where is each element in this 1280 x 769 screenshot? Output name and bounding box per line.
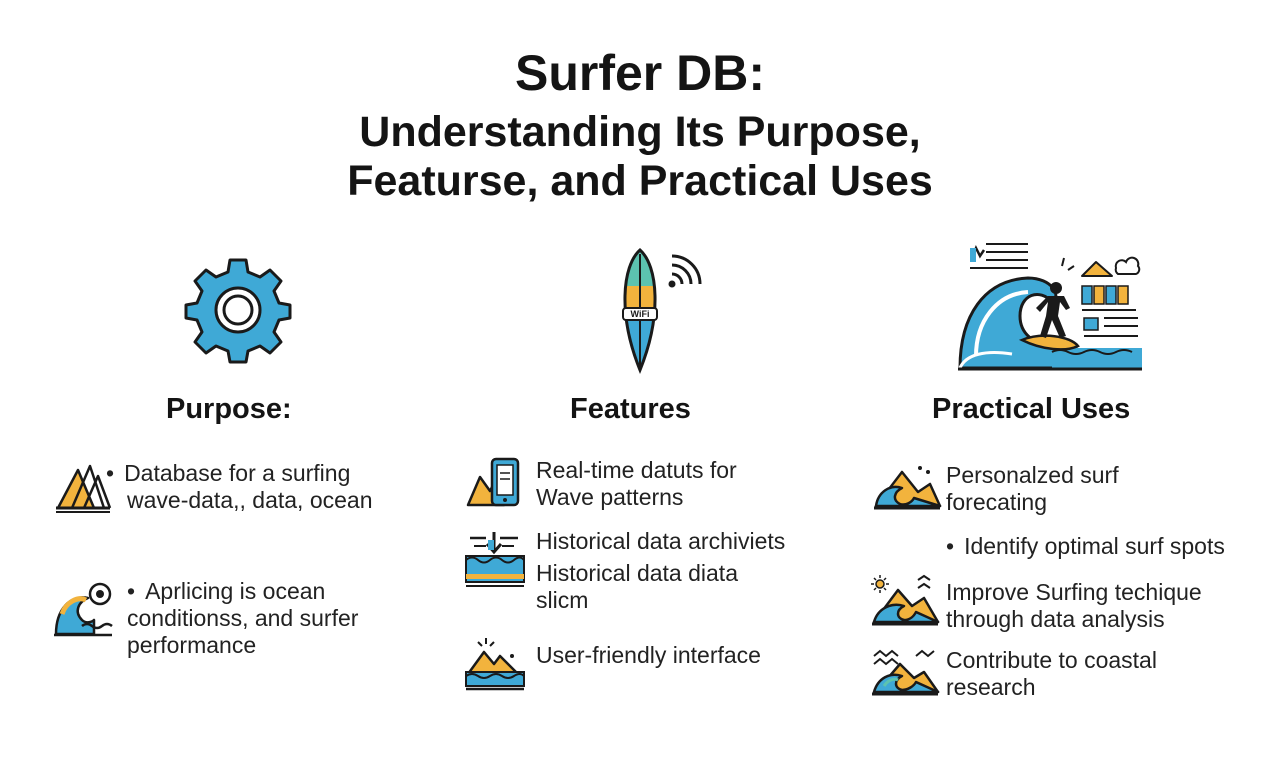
page-title: Surfer DB: — [514, 45, 766, 101]
mountain-wave-icon — [874, 466, 942, 510]
bullet: • — [946, 533, 955, 559]
surfer-wave-icon — [958, 243, 1142, 371]
features-item-2: Historical data archiviets Historical da… — [536, 528, 786, 613]
features-item-3: User-friendly interface — [536, 642, 761, 668]
surfboard-wifi-icon: WiFi — [622, 247, 702, 374]
phone-wave-icon — [466, 457, 520, 507]
purpose-heading: Purpose: — [166, 393, 292, 425]
uses-item-4: Contribute to coastal research — [946, 647, 1157, 700]
page-subtitle-line-2: Featurse, and Practical Uses — [347, 157, 933, 205]
mountain-chart-icon — [56, 464, 112, 513]
island-wave-icon — [465, 638, 525, 691]
page-subtitle-line-1: Understanding Its Purpose, — [359, 108, 921, 156]
sun-mountain-wave-icon — [871, 574, 940, 626]
uses-heading: Practical Uses — [932, 393, 1131, 425]
purpose-item-1: •Database for a surfing wave-data,, data… — [106, 460, 373, 513]
bullet: • — [127, 578, 136, 604]
uses-item-2: •Identify optimal surf spots — [946, 533, 1225, 559]
features-item-1: Real-time datuts for Wave patterns — [536, 457, 737, 510]
coastal-wave-icon — [872, 649, 940, 696]
wave-sun-icon — [54, 582, 113, 637]
uses-item-3: Improve Surfing techique through data an… — [946, 579, 1202, 632]
purpose-item-2: •Aprlicing is ocean conditionss, and sur… — [127, 578, 359, 658]
gear-icon — [184, 258, 292, 364]
features-heading: Features — [570, 393, 691, 425]
bullet: • — [106, 460, 115, 486]
board-label: WiFi — [631, 309, 650, 319]
uses-item-1: Personalzed surf forecating — [946, 462, 1119, 515]
archive-water-icon — [465, 532, 525, 587]
